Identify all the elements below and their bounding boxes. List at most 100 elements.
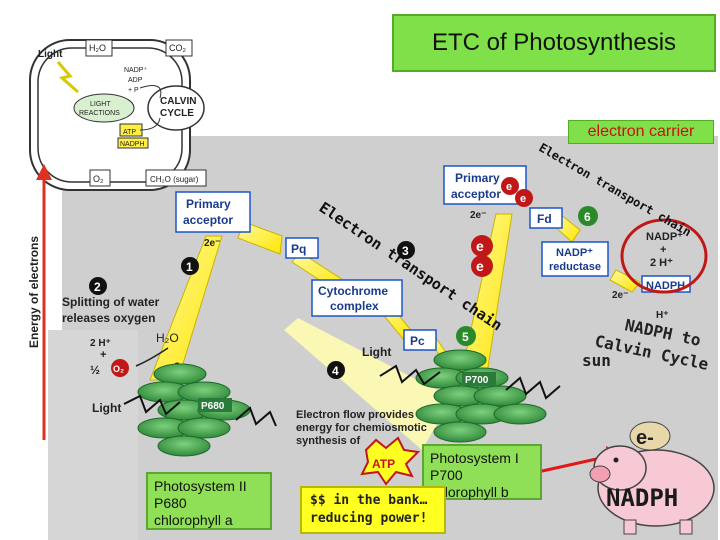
cytochrome-label-2: complex — [330, 299, 379, 313]
piggy-nadph-label: NADPH — [606, 484, 678, 512]
inset-nadph-label: NADPH — [120, 141, 145, 148]
two-h-plus-water: 2 H⁺ — [90, 338, 111, 349]
inset-sugar-label: CH₂O (sugar) — [150, 175, 199, 184]
primary-acceptor-b-label: Primary — [455, 171, 500, 185]
water-split-arrow — [135, 347, 169, 367]
electron-letter-4: e — [520, 193, 526, 205]
inset-co2-label: CO₂ — [169, 43, 187, 53]
light-bolt-1 — [123, 394, 181, 416]
reducing-power-line-2: reducing power! — [310, 511, 428, 526]
inset-light-reactions-label: LIGHT — [90, 101, 111, 108]
inset-light-label: Light — [38, 49, 63, 60]
pc-label: Pc — [410, 334, 425, 348]
primary-acceptor-b-label-2: acceptor — [451, 187, 501, 201]
pq-box — [285, 237, 319, 259]
photosystem-2-note-line-3: chlorophyll a — [154, 512, 233, 528]
photosystem-2-note: Photosystem II P680 chlorophyll a — [146, 472, 272, 530]
photosystem-1-note-line-3: chlorophyll b — [430, 484, 509, 500]
electron-flow-caption-2: energy for chemiosmotic — [296, 422, 427, 434]
p700-label: P700 — [465, 375, 489, 386]
step-4-number: 4 — [332, 364, 339, 378]
inset-light-reactions-label-2: REACTIONS — [79, 110, 120, 117]
step-2-number: 2 — [94, 280, 101, 294]
nadp-reductase-box — [541, 241, 609, 277]
nadp-plus-sign: + — [660, 244, 666, 256]
fd-label: Fd — [537, 212, 552, 226]
h2o-label: H₂O — [156, 331, 179, 345]
light-bolt-3 — [505, 376, 561, 400]
primary-acceptor-label: Primary — [186, 197, 231, 211]
pq-label: Pq — [291, 242, 306, 256]
step-3-number: 3 — [402, 244, 409, 258]
sun-label: sun — [582, 351, 611, 370]
step-5-number: 5 — [462, 330, 469, 344]
light-bolt-2 — [379, 364, 441, 386]
cytochrome-box — [311, 279, 403, 317]
piggy-e-label: e- — [636, 427, 654, 449]
photosystem-1-note-line-1: Photosystem I — [430, 450, 519, 466]
inset-calvin-label-2: CYCLE — [160, 108, 194, 119]
primary-acceptor-box — [175, 191, 251, 233]
nadph-box-label: NADPH — [646, 280, 685, 292]
inset-calvin-label: CALVIN — [160, 96, 196, 107]
p700-tag — [462, 372, 496, 386]
electron-dot-4 — [515, 189, 533, 207]
step-1-number: 1 — [186, 260, 193, 274]
inset-pi-label: + P — [128, 87, 139, 94]
reducing-power-line-1: $$ in the bank… — [310, 493, 428, 508]
atp-burst — [360, 436, 421, 486]
h-plus-label: H⁺ — [656, 310, 669, 321]
plus-water: + — [100, 349, 106, 361]
primary-acceptor-label-2: acceptor — [183, 213, 233, 227]
electron-carrier-label: electron carrier — [568, 120, 714, 144]
nadp-plus-label: NADP⁺ — [646, 231, 683, 243]
splitting-water-label: Splitting of water — [62, 295, 160, 309]
fd-box — [529, 207, 563, 229]
half-label: ½ — [90, 363, 100, 377]
electron-letter-3: e — [506, 181, 512, 193]
inset-adp-label: ADP — [128, 77, 143, 84]
p680-label: P680 — [201, 401, 225, 412]
atp-light-cone — [284, 318, 452, 450]
electron-dot-1 — [471, 235, 493, 257]
step-6-number: 6 — [584, 210, 591, 224]
atp-label: ATP — [372, 457, 395, 471]
cytochrome-label: Cytochrome — [318, 284, 388, 298]
two-e-label-1: 2e⁻ — [204, 238, 220, 249]
two-e-label-3: 2e⁻ — [612, 290, 628, 301]
nadp-highlight-circle — [620, 218, 708, 294]
electron-letter-1: e — [476, 238, 484, 254]
step-5-marker — [456, 326, 476, 346]
photosystem-1-note-line-2: P700 — [430, 467, 463, 483]
photosystem-2-cluster — [137, 363, 251, 457]
energy-axis-label: Energy of electrons — [27, 236, 41, 348]
nadp-reductase-label: NADP⁺ — [556, 247, 593, 259]
inset-nadp-label: NADP⁺ — [124, 67, 147, 74]
electron-dot-3 — [501, 177, 519, 195]
step-6-marker — [578, 206, 598, 226]
reducing-power-note: $$ in the bank… reducing power! — [300, 486, 446, 534]
electron-flow-caption: Electron flow provides — [296, 409, 414, 421]
electron-letter-2: e — [476, 258, 484, 274]
step-1-marker — [181, 257, 199, 275]
oxygen-label: O₂ — [113, 364, 124, 374]
inset-atp-label: ATP — [123, 129, 136, 136]
electron-dot-2 — [471, 255, 493, 277]
two-h-plus-label: 2 H⁺ — [650, 257, 673, 269]
oxygen-icon — [111, 359, 129, 377]
photosystem-2-note-line-2: P680 — [154, 495, 187, 511]
step-2-marker — [89, 277, 107, 295]
light-label-1: Light — [92, 401, 121, 415]
splitting-water-label-2: releases oxygen — [62, 311, 155, 325]
inset-h2o-label: H₂O — [89, 43, 106, 53]
two-e-label-2: 2e⁻ — [470, 210, 486, 221]
light-label-2: Light — [362, 345, 391, 359]
piggy-bank-icon — [589, 421, 715, 535]
pc-box — [403, 329, 437, 351]
slide-title: ETC of Photosynthesis — [392, 14, 716, 72]
step-4-marker — [327, 361, 345, 379]
step-3-marker — [397, 241, 415, 259]
p680-tag — [198, 398, 232, 412]
electron-flow-caption-3: synthesis of — [296, 435, 361, 447]
energy-axis-arrowhead — [36, 164, 52, 180]
